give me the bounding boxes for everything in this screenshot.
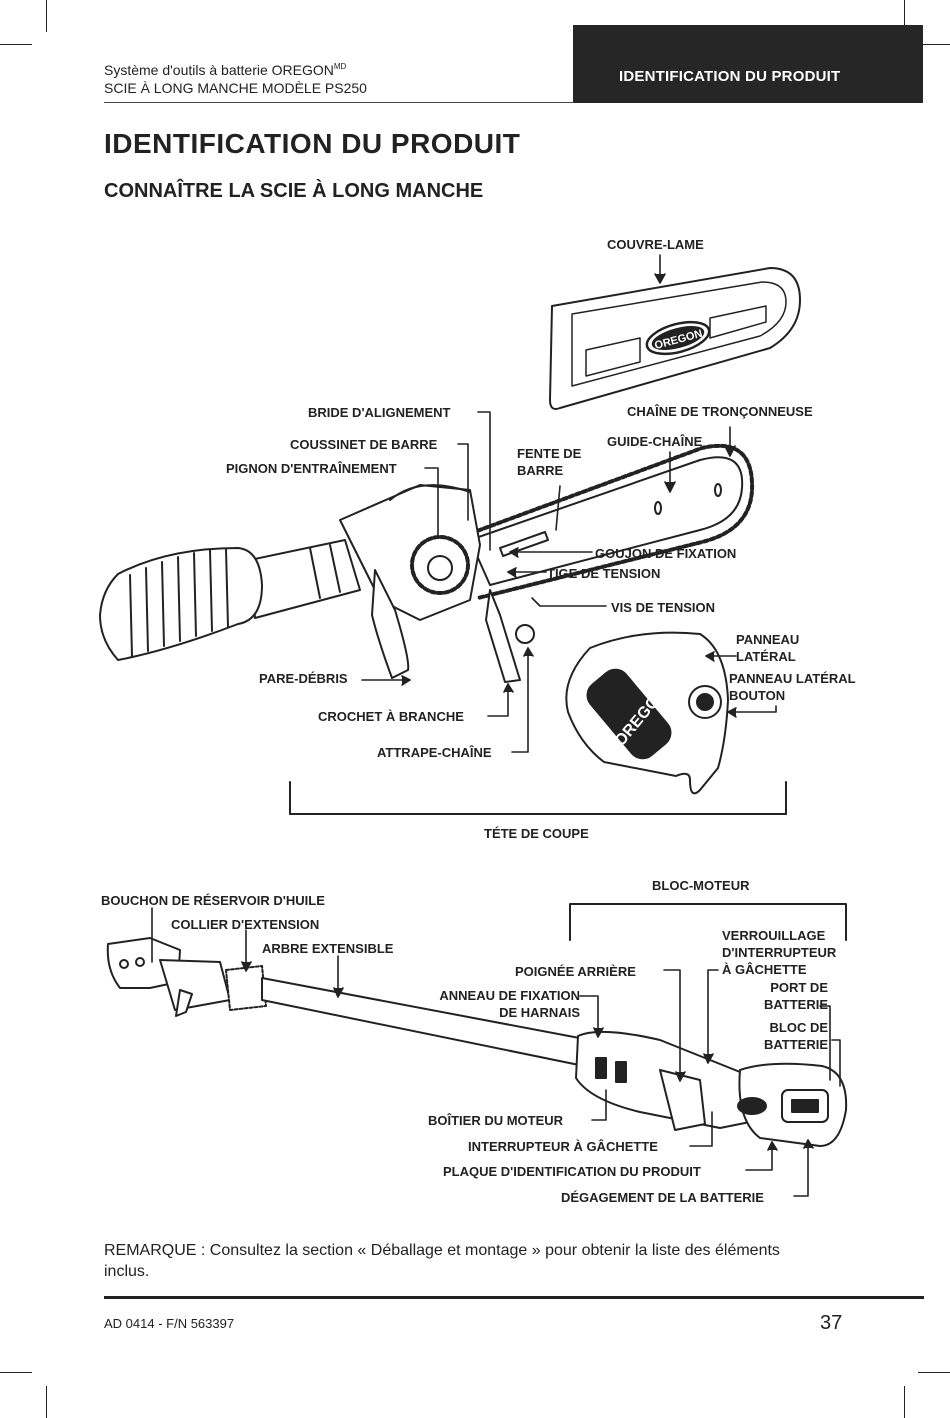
label-chaine-tronconneuse: CHAÎNE DE TRONÇONNEUSE — [627, 404, 813, 419]
label-port-batterie-line1: PORT DE — [770, 980, 828, 995]
label-verrouillage-line1: VERROUILLAGE — [722, 928, 826, 943]
label-attrape-chaine: ATTRAPE-CHAÎNE — [377, 745, 492, 760]
label-fente-barre-line2: BARRE — [517, 463, 564, 478]
label-tige-tension: TIGE DE TENSION — [547, 566, 661, 581]
crop-mark — [46, 0, 47, 32]
label-panneau-bouton: PANNEAU LATÉRAL BOUTON — [729, 670, 856, 704]
label-anneau-line1: ANNEAU DE FIXATION — [439, 988, 580, 1003]
label-verrouillage: VERROUILLAGE D'INTERRUPTEUR À GÂCHETTE — [722, 927, 836, 978]
label-bloc-moteur: BLOC-MOTEUR — [652, 878, 750, 893]
crop-mark — [918, 44, 950, 45]
crop-mark — [904, 1386, 905, 1418]
crop-mark — [0, 44, 32, 45]
label-anneau-harnais: ANNEAU DE FIXATION DE HARNAIS — [412, 987, 580, 1021]
page-title: IDENTIFICATION DU PRODUIT — [104, 128, 521, 159]
crop-mark — [918, 1372, 950, 1373]
leader-lines-bottom — [151, 907, 841, 1197]
brand-sup: MD — [333, 62, 347, 71]
label-vis-tension: VIS DE TENSION — [611, 600, 716, 615]
label-panneau-lateral-line1: PANNEAU — [736, 632, 800, 647]
label-goujon-fixation: GOUJON DE FIXATION — [595, 546, 737, 561]
bloc-bracket — [569, 903, 847, 941]
motor-grip-drawing — [99, 547, 263, 661]
label-panneau-lateral-line2: LATÉRAL — [736, 649, 796, 664]
label-panneau-bouton-line2: BOUTON — [729, 688, 786, 703]
label-arbre-extensible: ARBRE EXTENSIBLE — [262, 941, 394, 956]
label-fente-barre: FENTE DE BARRE — [517, 445, 581, 479]
label-collier-extension: COLLIER D'EXTENSION — [171, 917, 320, 932]
label-pignon-entrainement: PIGNON D'ENTRAÎNEMENT — [226, 461, 397, 476]
label-guide-chaine: GUIDE-CHAÎNE — [607, 434, 703, 449]
note-remarque: REMARQUE : Consultez la section « Déball… — [104, 1242, 780, 1280]
footer-doc-code: AD 0414 - F/N 563397 — [104, 1316, 235, 1331]
label-degagement-batterie: DÉGAGEMENT DE LA BATTERIE — [561, 1190, 764, 1205]
footer-rule — [104, 1296, 924, 1299]
crop-mark — [46, 1386, 47, 1418]
label-boitier-moteur: BOÎTIER DU MOTEUR — [428, 1113, 564, 1128]
cutting-head-drawing — [249, 484, 535, 683]
crop-mark — [904, 0, 905, 32]
label-panneau-lateral: PANNEAU LATÉRAL — [736, 631, 799, 665]
label-bloc-batterie-line2: BATTERIE — [763, 1037, 828, 1052]
label-panneau-bouton-line1: PANNEAU LATÉRAL — [729, 671, 856, 686]
label-crochet-branche: CROCHET À BRANCHE — [318, 709, 464, 724]
label-bride-alignement: BRIDE D'ALIGNEMENT — [308, 405, 451, 420]
page-subtitle: CONNAÎTRE LA SCIE À LONG MANCHE — [104, 180, 484, 202]
label-bloc-batterie: BLOC DE BATTERIE — [740, 1019, 828, 1053]
label-poignee-arriere: POIGNÉE ARRIÈRE — [515, 964, 636, 979]
label-interrupteur-gachette: INTERRUPTEUR À GÂCHETTE — [468, 1139, 658, 1154]
crop-mark — [0, 1372, 32, 1373]
label-tete-coupe: TÉTE DE COUPE — [484, 826, 589, 841]
label-port-batterie: PORT DE BATTERIE — [740, 979, 828, 1013]
label-anneau-line2: DE HARNAIS — [499, 1005, 580, 1020]
leader-lines-top — [361, 254, 777, 753]
label-bouchon-reservoir: BOUCHON DE RÉSERVOIR D'HUILE — [101, 893, 325, 908]
tete-bracket — [289, 781, 787, 815]
label-verrouillage-line3: À GÂCHETTE — [722, 962, 807, 977]
header-rule — [104, 102, 574, 103]
side-panel-drawing — [565, 631, 729, 795]
label-plaque-identification: PLAQUE D'IDENTIFICATION DU PRODUIT — [443, 1164, 701, 1179]
label-pare-debris: PARE-DÉBRIS — [259, 671, 348, 686]
label-fente-barre-line1: FENTE DE — [517, 446, 582, 461]
label-coussinet-barre: COUSSINET DE BARRE — [290, 437, 438, 452]
brand-line: Système d'outils à batterie OREGON — [104, 62, 334, 78]
label-port-batterie-line2: BATTERIE — [763, 997, 828, 1012]
section-tab: IDENTIFICATION DU PRODUIT — [573, 25, 923, 103]
label-bloc-batterie-line1: BLOC DE — [769, 1020, 829, 1035]
label-couvre-lame: COUVRE-LAME — [607, 237, 704, 252]
pole-saw-drawing — [106, 937, 848, 1147]
model-line: SCIE À LONG MANCHE MODÈLE PS250 — [104, 80, 367, 96]
blade-cover-drawing — [549, 267, 801, 410]
page-number: 37 — [820, 1312, 843, 1334]
running-header: Système d'outils à batterie OREGONMD SCI… — [104, 58, 367, 97]
label-verrouillage-line2: D'INTERRUPTEUR — [722, 945, 837, 960]
guide-bar-drawing — [456, 443, 755, 600]
